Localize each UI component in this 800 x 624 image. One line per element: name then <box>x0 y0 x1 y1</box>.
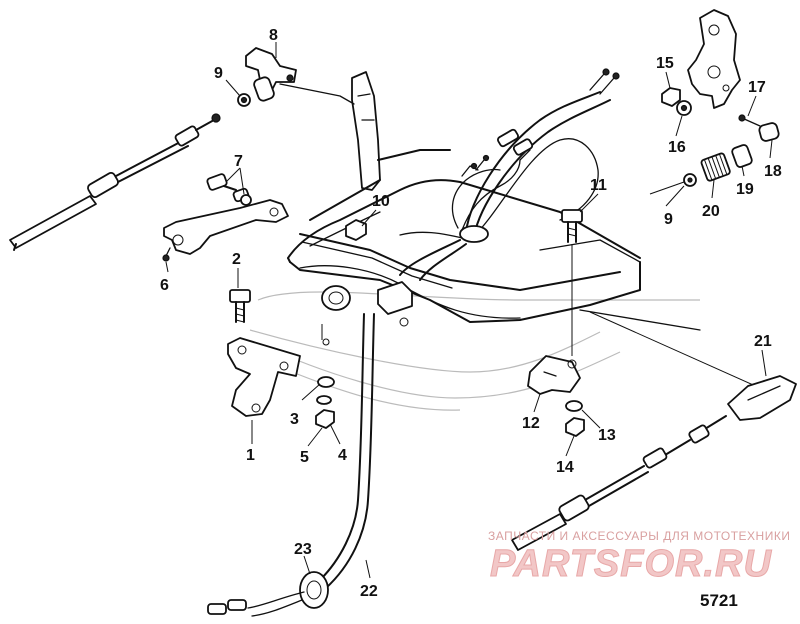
part-8-pivot-bracket <box>237 47 355 107</box>
callout-13: 13 <box>598 427 616 444</box>
part-2-bolt <box>229 289 251 323</box>
callout-18: 18 <box>764 163 782 180</box>
callout-7: 7 <box>234 153 243 170</box>
callout-5: 5 <box>300 449 309 466</box>
part-10-nut <box>345 219 367 241</box>
callout-19: 19 <box>736 181 754 198</box>
part-1-mounting-bracket <box>227 337 301 417</box>
callout-14: 14 <box>556 459 574 476</box>
callout-9b: 9 <box>664 211 673 228</box>
callout-1: 1 <box>246 447 255 464</box>
callout-10: 10 <box>372 193 390 210</box>
part-11-bolt <box>561 209 583 356</box>
callout-4: 4 <box>338 447 347 464</box>
watermark: ЗАПЧАСТИ И АКСЕССУАРЫ ДЛЯ МОТОТЕХНИКИ PA… <box>488 529 790 586</box>
callout-3: 3 <box>290 411 299 428</box>
watermark-tagline: ЗАПЧАСТИ И АКСЕССУАРЫ ДЛЯ МОТОТЕХНИКИ <box>488 529 790 543</box>
wiring-harness <box>399 68 620 281</box>
callout-22: 22 <box>360 583 378 600</box>
parts-13-14-washer-nut <box>565 400 585 437</box>
callout-12: 12 <box>522 415 540 432</box>
shift-cable-lower <box>511 415 727 551</box>
callout-21: 21 <box>754 333 772 350</box>
callout-8: 8 <box>269 27 278 44</box>
callout-6: 6 <box>160 277 169 294</box>
part-7-bolts-and-part-6-bracket <box>162 173 289 262</box>
callout-17: 17 <box>748 79 766 96</box>
part-12-cable-clip <box>527 355 581 395</box>
callout-11: 11 <box>590 177 607 194</box>
part-bracket-15-16-17 <box>661 9 761 127</box>
callout-labels: 8 9 7 6 10 2 3 4 5 1 11 12 13 14 15 16 1… <box>160 27 782 600</box>
callout-16: 16 <box>668 139 686 156</box>
part-21-cable-end <box>727 375 797 421</box>
figure-number: 5721 <box>700 591 738 610</box>
watermark-logo: PARTSFOR.RU <box>490 543 772 585</box>
callout-23: 23 <box>294 541 312 558</box>
parts-3-4-5-washers-nuts <box>315 376 335 429</box>
leader-lines <box>165 42 773 579</box>
callout-2: 2 <box>232 251 241 268</box>
throttle-cable-upper <box>9 113 221 251</box>
parts-18-19-20-spring-pin <box>649 122 780 195</box>
callout-9: 9 <box>214 65 223 82</box>
callout-20: 20 <box>702 203 720 220</box>
cowl-base <box>249 71 761 411</box>
callout-15: 15 <box>656 55 674 72</box>
part-22-23-harness-grommet <box>207 313 375 617</box>
